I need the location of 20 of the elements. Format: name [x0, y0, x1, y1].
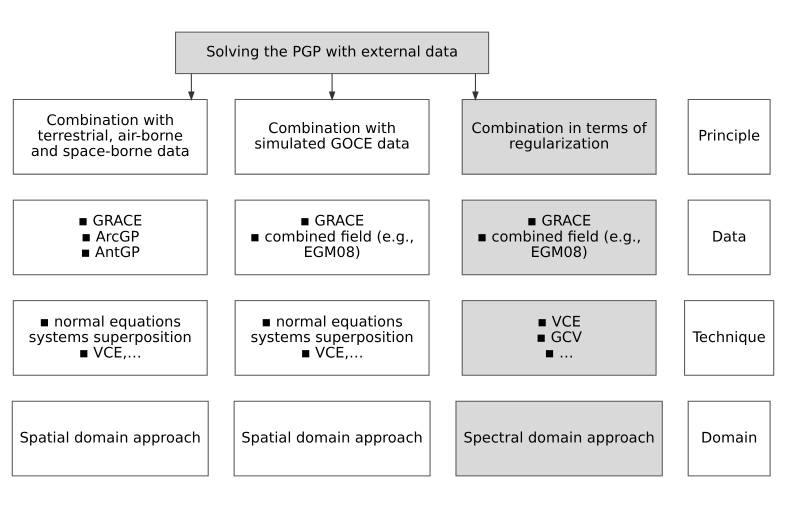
- node-box: Solving the PGP with external data: [175, 31, 490, 74]
- arrow: [188, 73, 195, 100]
- node-box: ▪ GRACE ▪ combined field (e.g., EGM08): [462, 199, 657, 275]
- arrow: [472, 73, 479, 100]
- node-box: Data: [688, 199, 771, 275]
- node-box: ▪ VCE ▪ GCV ▪ …: [462, 300, 657, 376]
- arrow: [328, 73, 336, 100]
- node-box: Spatial domain approach: [12, 400, 209, 476]
- node-box: Spectral domain approach: [455, 400, 663, 476]
- node-box: Combination in terms of regularization: [462, 98, 657, 174]
- node-box: ▪ normal equations systems superposition ▪ VCE,…: [12, 300, 208, 376]
- node-box: Spatial domain approach: [234, 400, 431, 476]
- node-box: Domain: [688, 400, 771, 476]
- node-box: Principle: [688, 98, 771, 174]
- node-box: ▪ normal equations systems superposition ▪ VCE,…: [234, 300, 430, 376]
- node-box: ▪ GRACE ▪ ArcGP ▪ AntGP: [12, 199, 208, 275]
- node-box: Technique: [684, 300, 774, 376]
- node-box: Combination with terrestrial, air-borne and space-borne data: [12, 98, 208, 174]
- node-box: Combination with simulated GOCE data: [234, 98, 430, 174]
- node-box: ▪ GRACE ▪ combined field (e.g., EGM08): [234, 199, 430, 275]
